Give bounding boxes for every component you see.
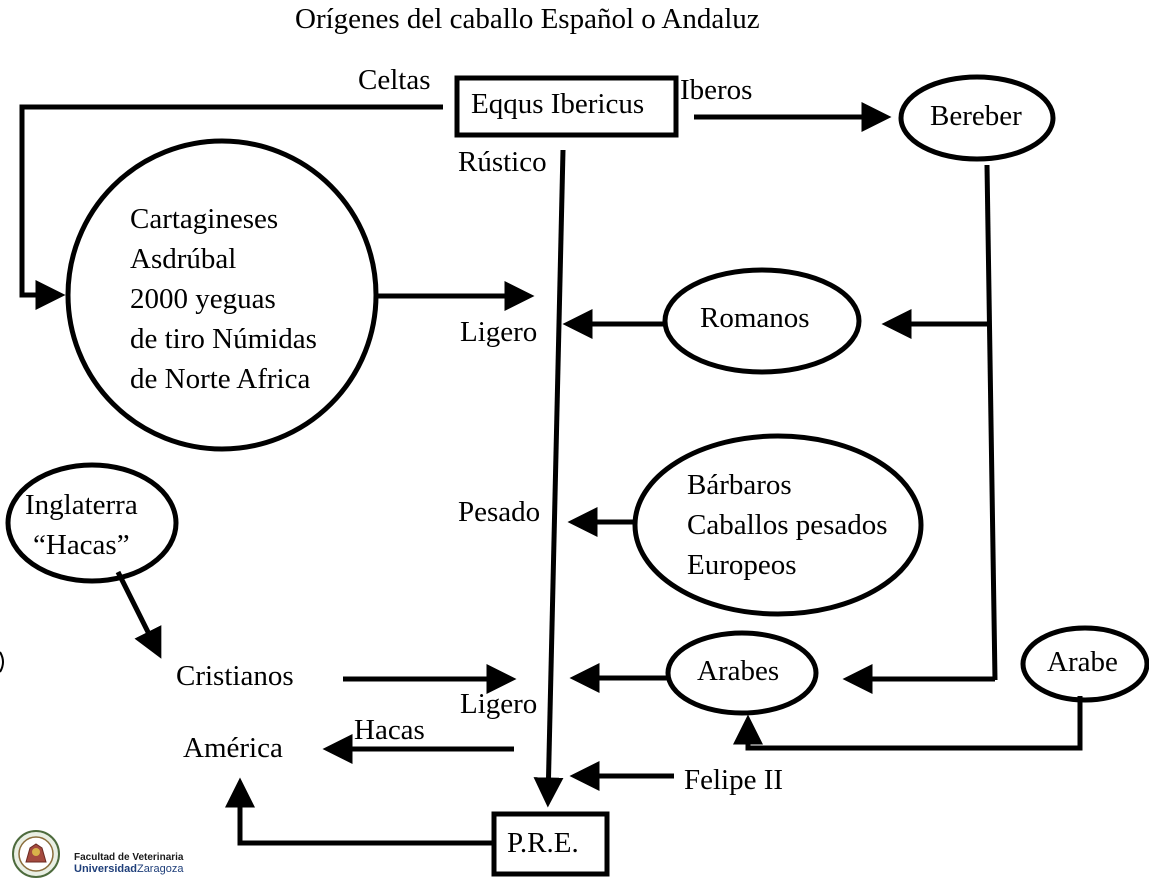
romanos-label: Romanos [700, 302, 810, 334]
inglaterra-line: Inglaterra [25, 489, 138, 521]
cartagineses-label: Cartagineses Asdrúbal 2000 yeguas de tir… [130, 199, 317, 399]
eqqus-box [454, 75, 679, 138]
ligero-label-lower: Ligero [460, 688, 538, 720]
arabe-ellipse [1020, 625, 1149, 703]
cartagineses-circle [65, 138, 379, 452]
pesado-label: Pesado [458, 496, 541, 528]
university-name-city: Zaragoza [136, 863, 184, 875]
faculty-name: Facultad de Veterinaria [74, 852, 184, 863]
barbaros-line: Caballos pesados [687, 509, 888, 541]
barbaros-ellipse [632, 433, 924, 617]
inglaterra-ellipse [5, 462, 179, 584]
inglaterra-line: “Hacas” [33, 529, 130, 561]
barbaros-label: Bárbaros Caballos pesados Europeos [687, 465, 888, 585]
edge-fragment [0, 651, 4, 673]
arabes-label: Arabes [697, 655, 780, 687]
cartagineses-line: de tiro Númidas [130, 323, 317, 355]
arrow-pre-to-america [225, 777, 494, 846]
hacas-label: Hacas [354, 714, 425, 746]
ligero-label-upper: Ligero [460, 316, 538, 348]
rustico-label: Rústico [458, 146, 547, 178]
barbaros-line: Europeos [687, 549, 797, 581]
bereber-label: Bereber [930, 100, 1022, 132]
pre-label: P.R.E. [507, 827, 579, 859]
cartagineses-line: 2000 yeguas [130, 283, 276, 315]
arabe-label: Arabe [1047, 646, 1118, 678]
romanos-ellipse [662, 267, 862, 375]
cristianos-label: Cristianos [176, 660, 294, 692]
arrow-eqqus-to-pre [533, 149, 566, 808]
bereber-trunk-line [984, 164, 998, 681]
barbaros-line: Bárbaros [687, 469, 792, 501]
arrow-arabe-to-arabes [733, 696, 1083, 751]
arrow-inglaterra-to-cristianos [115, 570, 162, 659]
america-label: América [183, 732, 283, 764]
cartagineses-line: de Norte Africa [130, 363, 311, 395]
cartagineses-line: Cartagineses [130, 203, 279, 235]
celtas-label: Celtas [358, 64, 431, 96]
arrow-celtas-to-cartagineses [19, 104, 443, 310]
faculty-logo-text: Facultad de Veterinaria UniversidadZarag… [74, 852, 184, 875]
inglaterra-label: Inglaterra “Hacas” [25, 485, 138, 565]
cartagineses-line: Asdrúbal [130, 243, 237, 275]
university-name-bold: Universidad [74, 863, 137, 875]
university-seal-icon [12, 830, 60, 878]
university-name: UniversidadZaragoza [74, 863, 184, 875]
bereber-ellipse [898, 74, 1056, 162]
diagram-title: Orígenes del caballo Español o Andaluz [295, 3, 760, 35]
eqqus-label: Eqqus Ibericus [471, 88, 645, 120]
iberos-label: Iberos [680, 74, 753, 106]
arabes-ellipse [665, 630, 819, 716]
felipe-label: Felipe II [684, 764, 784, 796]
